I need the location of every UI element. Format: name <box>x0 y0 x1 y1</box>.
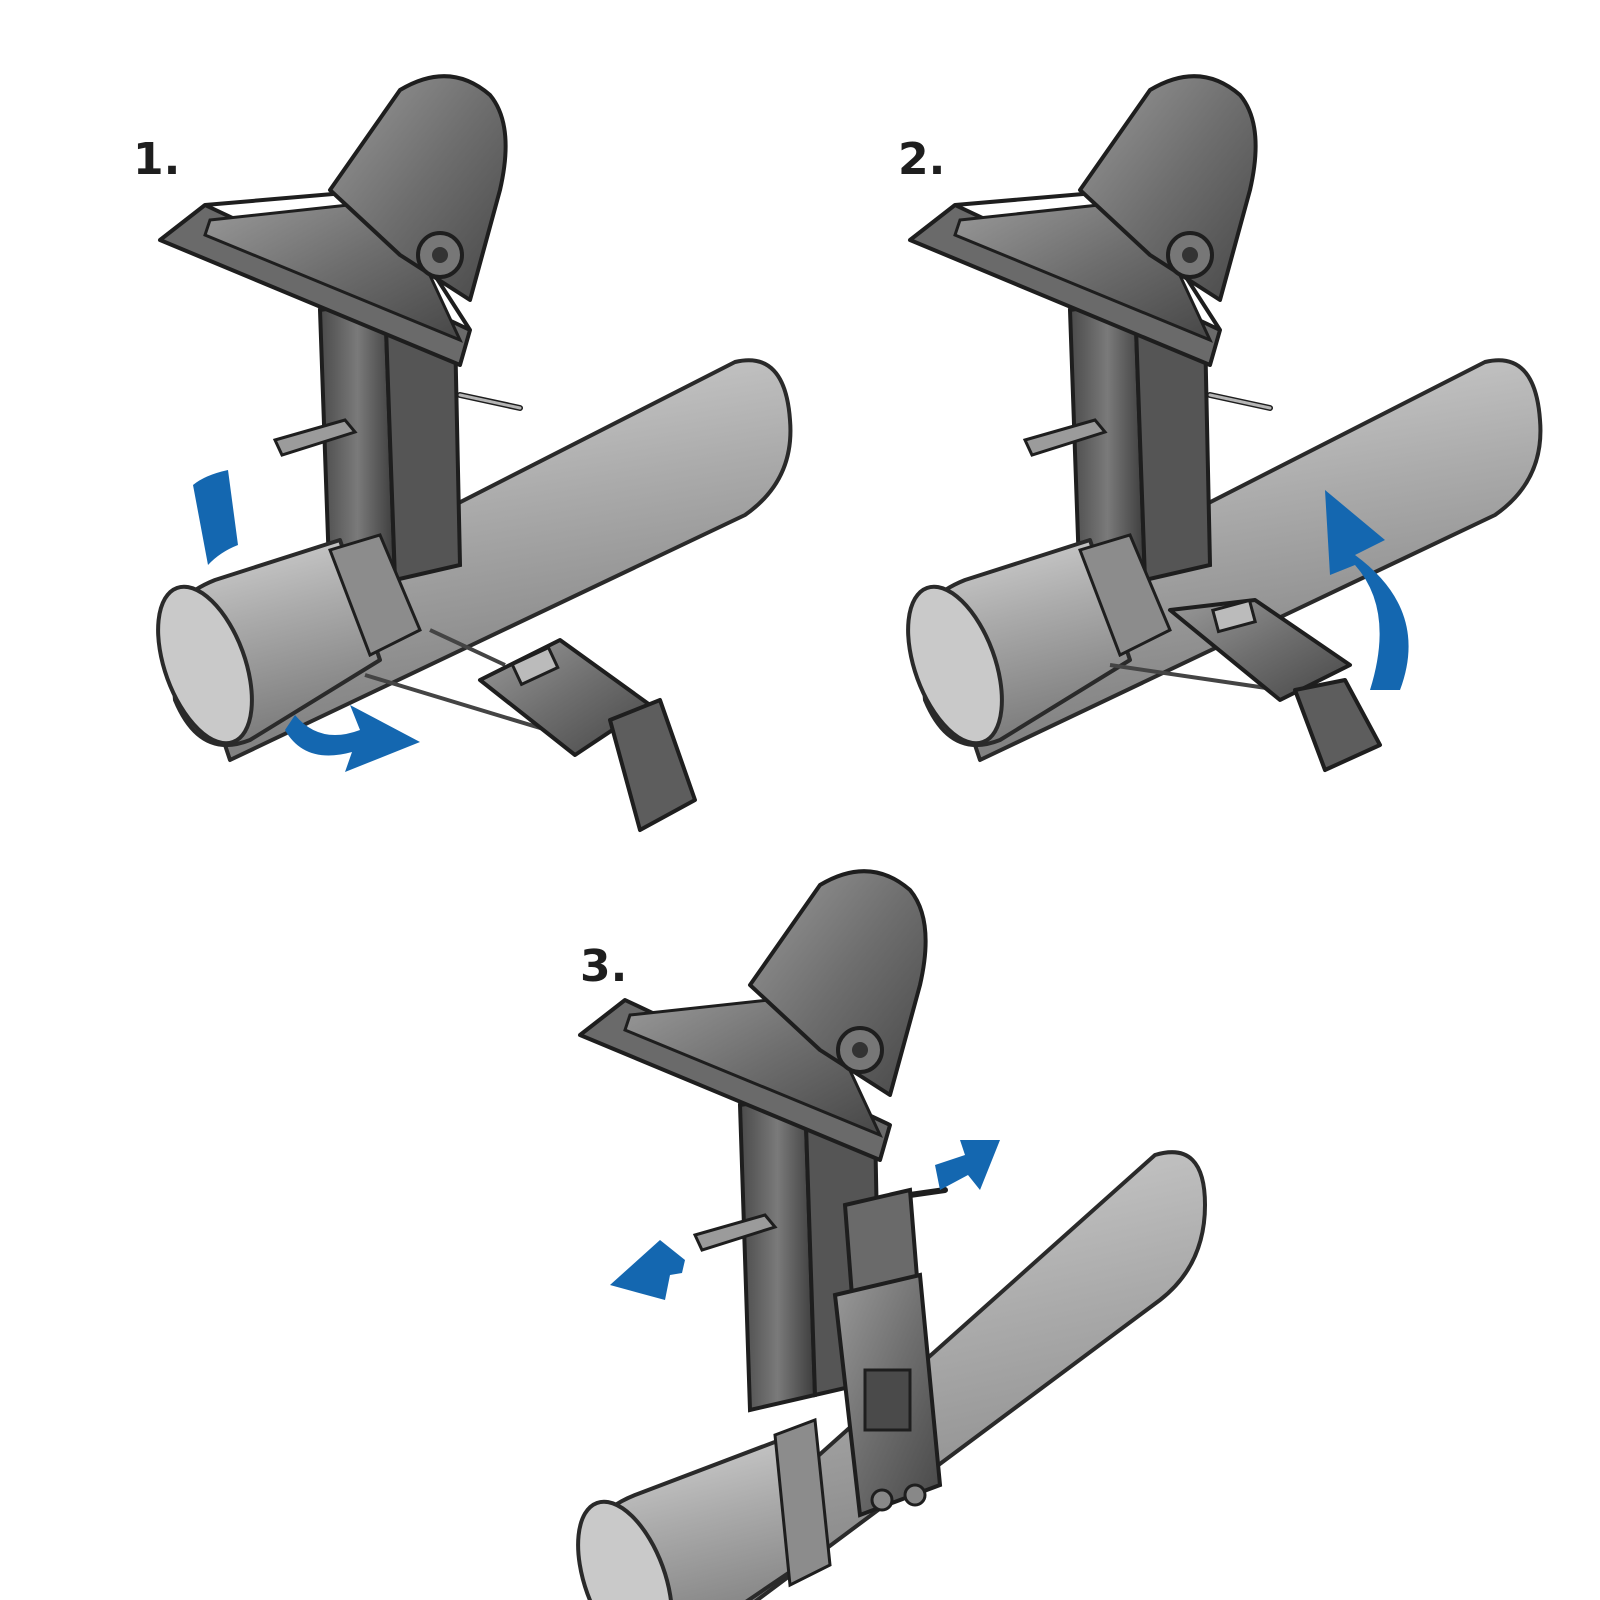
pull-left-arrow <box>610 1240 685 1300</box>
step-number-1: 1. <box>133 134 181 185</box>
strap-rotate-down-arrow <box>193 470 238 565</box>
strap-wrap-under-arrow <box>285 705 420 772</box>
open-buckle <box>364 628 697 832</box>
clamp-assembly <box>889 76 1540 760</box>
closed-buckle <box>832 1187 943 1518</box>
step-number-3: 3. <box>580 941 628 992</box>
step-2-illustration <box>889 76 1540 772</box>
pull-right-arrow <box>935 1140 1000 1190</box>
lever-lift-up-arrow <box>1325 490 1409 690</box>
step-number-2: 2. <box>898 134 946 185</box>
step-3-illustration <box>576 869 1207 1600</box>
step-1-illustration <box>139 76 790 832</box>
closing-buckle <box>1109 598 1382 772</box>
clamp-assembly <box>139 76 790 760</box>
